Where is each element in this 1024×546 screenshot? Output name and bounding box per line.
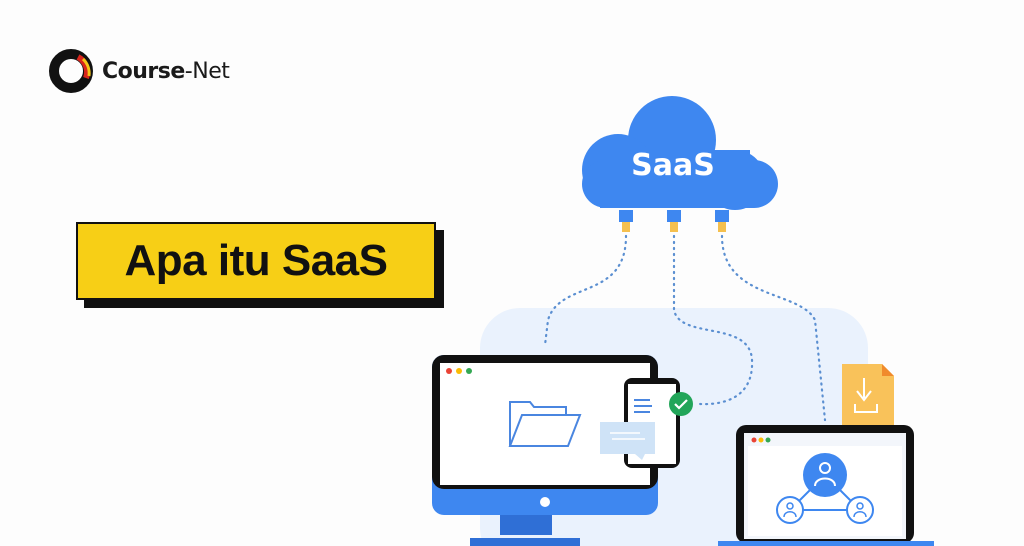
headline-box: Apa itu SaaS [76, 222, 436, 300]
brand-name: Course-Net [102, 58, 230, 84]
user-network-icon [776, 453, 874, 524]
desktop-monitor-icon [432, 355, 658, 546]
headline-text: Apa itu SaaS [124, 236, 388, 285]
folder-icon [508, 401, 582, 447]
document-lines-icon [634, 399, 652, 413]
brand-logo: Course-Net [48, 48, 230, 94]
course-net-logo-icon [49, 49, 93, 93]
cloud-label: SaaS [631, 148, 715, 183]
chat-bubble-icon [600, 422, 655, 454]
download-file-icon [842, 364, 894, 438]
phone-icon [600, 378, 693, 468]
check-circle-icon [669, 392, 693, 416]
cloud-icon [582, 96, 778, 210]
dotted-cables [543, 234, 827, 422]
headline-banner: Apa itu SaaS [76, 222, 444, 308]
laptop-icon [718, 425, 934, 546]
connector-plugs [619, 210, 729, 232]
